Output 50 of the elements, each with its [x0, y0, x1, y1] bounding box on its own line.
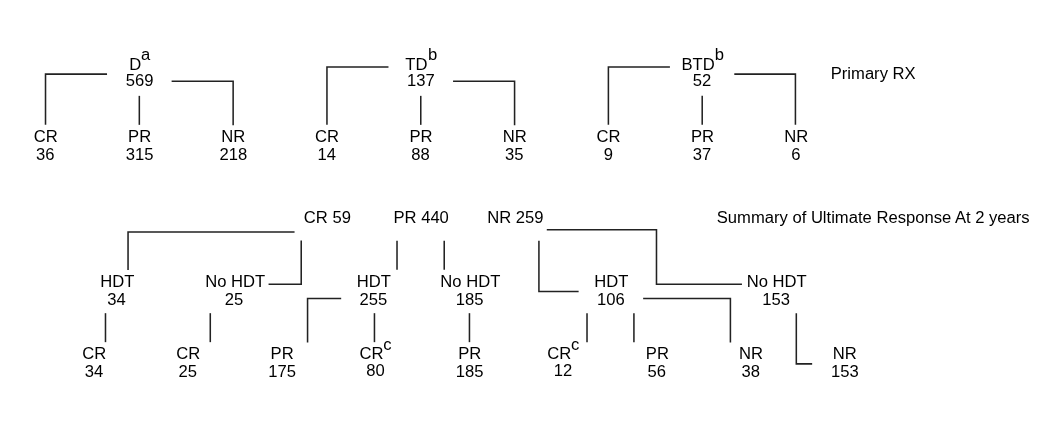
- connector: [396, 239, 398, 271]
- node-text: NR 6: [784, 127, 809, 164]
- node-text: NR 218: [219, 127, 248, 164]
- connector: [538, 239, 580, 293]
- label: Primary RX: [830, 63, 916, 83]
- node-text: CR 59: [303, 208, 351, 228]
- node-text: PR 185: [455, 344, 484, 382]
- connector: [127, 231, 296, 271]
- connector: [326, 66, 390, 126]
- connector: [209, 312, 212, 343]
- connector: [586, 312, 588, 343]
- connector: [701, 95, 703, 126]
- node-text: HDT 255: [356, 271, 391, 309]
- node-text: PR 175: [268, 344, 296, 382]
- connector: [267, 239, 302, 286]
- node-text: HDT 106: [594, 271, 629, 309]
- label: Summary of Ultimate Response At 2 years: [716, 208, 1030, 228]
- connector: [733, 73, 797, 126]
- node-text: No HDT 153: [746, 271, 807, 309]
- connector: [138, 95, 141, 126]
- node-text: NR 259: [487, 208, 544, 228]
- node-text: PR 440: [393, 208, 449, 228]
- node-text: NR 153: [831, 344, 859, 382]
- node-text: PR 37: [690, 127, 714, 164]
- node-text: No HDT 185: [440, 271, 501, 309]
- node-text: PR 56: [645, 344, 669, 382]
- node-text: CR 14: [315, 127, 340, 164]
- node-text: PR 315: [125, 127, 154, 164]
- node-text: CR 9: [596, 127, 621, 164]
- node-text: CR 34: [82, 344, 107, 382]
- connector: [633, 312, 635, 343]
- node-text: HDT 34: [100, 271, 135, 309]
- connector: [642, 297, 732, 344]
- connector: [468, 312, 471, 343]
- node-text: No HDT 25: [205, 271, 266, 309]
- node-text: CR 36: [33, 127, 58, 164]
- connector: [546, 228, 743, 286]
- connector: [373, 312, 376, 343]
- connector: [44, 73, 108, 126]
- node-text: PR 88: [409, 127, 433, 164]
- node-text: CR 25: [176, 344, 201, 382]
- connector: [104, 312, 107, 343]
- connector: [306, 297, 342, 344]
- node-text: NR 38: [739, 344, 764, 382]
- connector: [170, 80, 234, 126]
- connector: [420, 95, 422, 126]
- connector: [452, 80, 516, 126]
- node-text: NR 35: [502, 127, 527, 164]
- connector: [443, 239, 445, 271]
- connector: [607, 66, 671, 126]
